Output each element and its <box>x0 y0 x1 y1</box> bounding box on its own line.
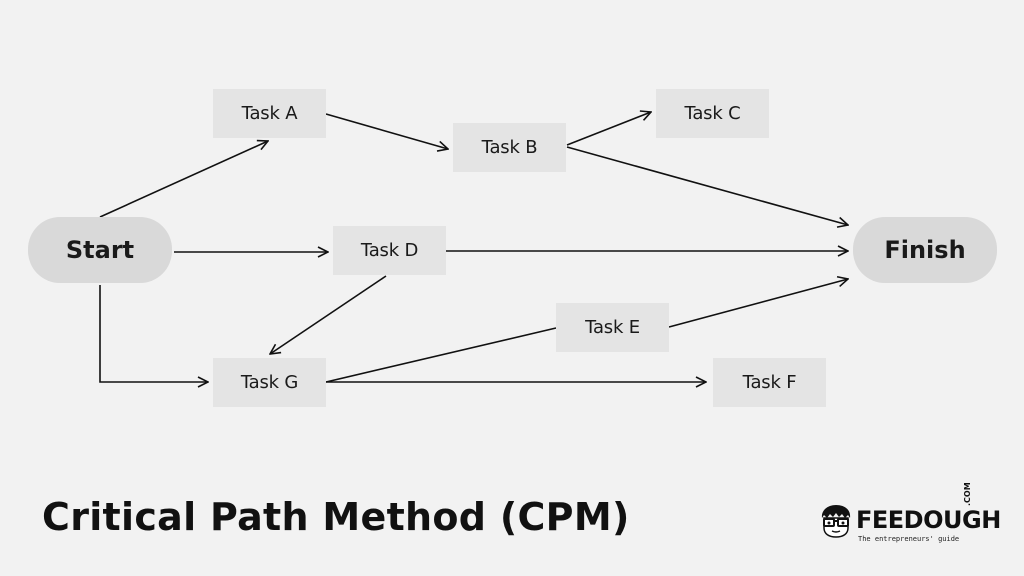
brand-domain: .COM <box>963 482 972 506</box>
task-g-node: Task G <box>213 358 326 407</box>
edge-start-taskA <box>99 141 268 218</box>
task-d-node: Task D <box>333 226 446 275</box>
brand-name: FEEDOUGH <box>856 506 1001 534</box>
edge-taskB-finish <box>566 146 848 225</box>
finish-node: Finish <box>853 217 997 283</box>
face-with-glasses-icon <box>821 505 851 538</box>
task-b-node: Task B <box>453 123 566 172</box>
edge-taskE-finish <box>668 279 848 328</box>
task-c-node: Task C <box>656 89 769 138</box>
task-e-node: Task E <box>556 303 669 352</box>
start-node: Start <box>28 217 172 283</box>
task-a-node: Task A <box>213 89 326 138</box>
edge-taskD-taskG <box>270 275 387 354</box>
edge-taskG-taskE <box>325 327 557 383</box>
edge-start-taskG <box>99 285 208 382</box>
brand-logo[interactable]: FEEDOUGH .COM The entrepreneurs' guide <box>818 482 1001 554</box>
diagram-title: Critical Path Method (CPM) <box>42 495 630 539</box>
brand-tagline: The entrepreneurs' guide <box>858 535 960 543</box>
edge-taskB-taskC <box>566 112 651 146</box>
edge-taskA-taskB <box>325 113 448 149</box>
task-f-node: Task F <box>713 358 826 407</box>
